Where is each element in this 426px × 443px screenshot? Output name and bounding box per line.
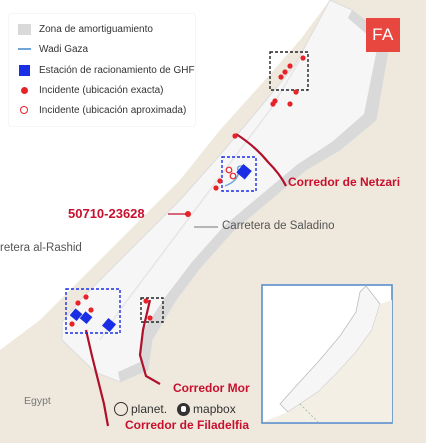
incident-marker[interactable]: [75, 300, 81, 306]
ration-station-marker[interactable]: [236, 163, 252, 180]
incident-marker[interactable]: [213, 185, 219, 191]
morag-corridor-label: Corredor Mor: [173, 381, 250, 395]
incident-marker[interactable]: [147, 315, 153, 321]
incident-marker[interactable]: [185, 211, 191, 217]
ration-station-marker[interactable]: [69, 308, 83, 322]
legend-item-wadi: Wadi Gaza: [17, 42, 88, 56]
buffer-swatch-icon: [17, 23, 31, 35]
wadi-line-icon: [17, 43, 31, 55]
netzarim-corridor-label: Corredor de Netzari: [288, 175, 401, 189]
incident-dot-icon: [17, 84, 31, 96]
incident-marker[interactable]: [287, 101, 293, 107]
focus-box-north: [269, 51, 309, 91]
incident-marker[interactable]: [293, 89, 299, 95]
buffer-zone: [118, 10, 390, 382]
legend-label: Wadi Gaza: [39, 43, 89, 55]
legend-label: Zona de amortiguamiento: [39, 23, 153, 35]
road-saladin: [99, 59, 301, 341]
focus-box-center: [221, 156, 257, 192]
incident-marker[interactable]: [69, 321, 75, 327]
incident-id-label: 50710-23628: [68, 206, 145, 221]
incident-marker[interactable]: [300, 55, 306, 61]
circle-icon: [114, 402, 128, 416]
incident-approx-marker[interactable]: [229, 172, 237, 180]
incident-marker[interactable]: [83, 294, 89, 300]
legend-item-approx: Incidente (ubicación aproximada): [17, 103, 186, 117]
planet-credit-label: planet.: [131, 402, 168, 416]
incident-marker[interactable]: [278, 74, 284, 80]
focus-box-khanyunis: [140, 297, 164, 323]
philadelphi-corridor-label: Corredor de Filadelfia: [125, 418, 250, 432]
mapbox-credit[interactable]: mapbox: [177, 402, 236, 416]
incident-ring-icon: [17, 104, 31, 116]
planet-credit[interactable]: planet.: [114, 402, 167, 416]
incident-marker[interactable]: [217, 178, 223, 184]
legend-item-exact: Incidente (ubicación exacta): [17, 83, 164, 97]
ration-station-marker[interactable]: [101, 317, 117, 333]
legend-item-station: Estación de racionamiento de GHF: [17, 63, 195, 77]
incident-approx-marker[interactable]: [225, 166, 233, 174]
corridor-philadelphi: [84, 329, 110, 427]
station-square-icon: [17, 64, 31, 76]
legend-item-buffer: Zona de amortiguamiento: [17, 22, 153, 36]
legend: Zona de amortiguamiento Wadi Gaza Estaci…: [9, 14, 195, 126]
egypt-label: Egypt: [24, 395, 51, 407]
ration-station-marker[interactable]: [79, 311, 93, 325]
legend-label: Incidente (ubicación exacta): [39, 84, 164, 96]
incident-marker[interactable]: [287, 63, 293, 69]
incidents-approx: [225, 166, 237, 180]
focus-box-south: [65, 288, 121, 334]
rashid-road-label: retera al-Rashid: [0, 242, 82, 254]
incident-marker[interactable]: [270, 101, 276, 107]
ration-stations: [69, 163, 252, 333]
corridor-morag: [138, 299, 161, 385]
incidents-exact: [69, 55, 306, 327]
saladin-road-label: Carretera de Saladino: [222, 220, 335, 232]
incident-marker[interactable]: [88, 307, 94, 313]
legend-label: Estación de racionamiento de GHF: [39, 64, 195, 76]
incident-marker[interactable]: [282, 69, 288, 75]
mapbox-icon: [177, 402, 191, 416]
legend-label: Incidente (ubicación aproximada): [39, 104, 187, 116]
inset-map: [261, 284, 393, 424]
mapbox-credit-label: mapbox: [193, 402, 236, 416]
wadi-gaza: [224, 165, 246, 187]
incident-marker[interactable]: [143, 298, 149, 304]
incident-marker[interactable]: [232, 133, 238, 139]
map-credits: planet. mapbox: [114, 402, 246, 416]
corridor-netzarim: [235, 133, 287, 187]
fa-badge: FA: [366, 18, 400, 52]
